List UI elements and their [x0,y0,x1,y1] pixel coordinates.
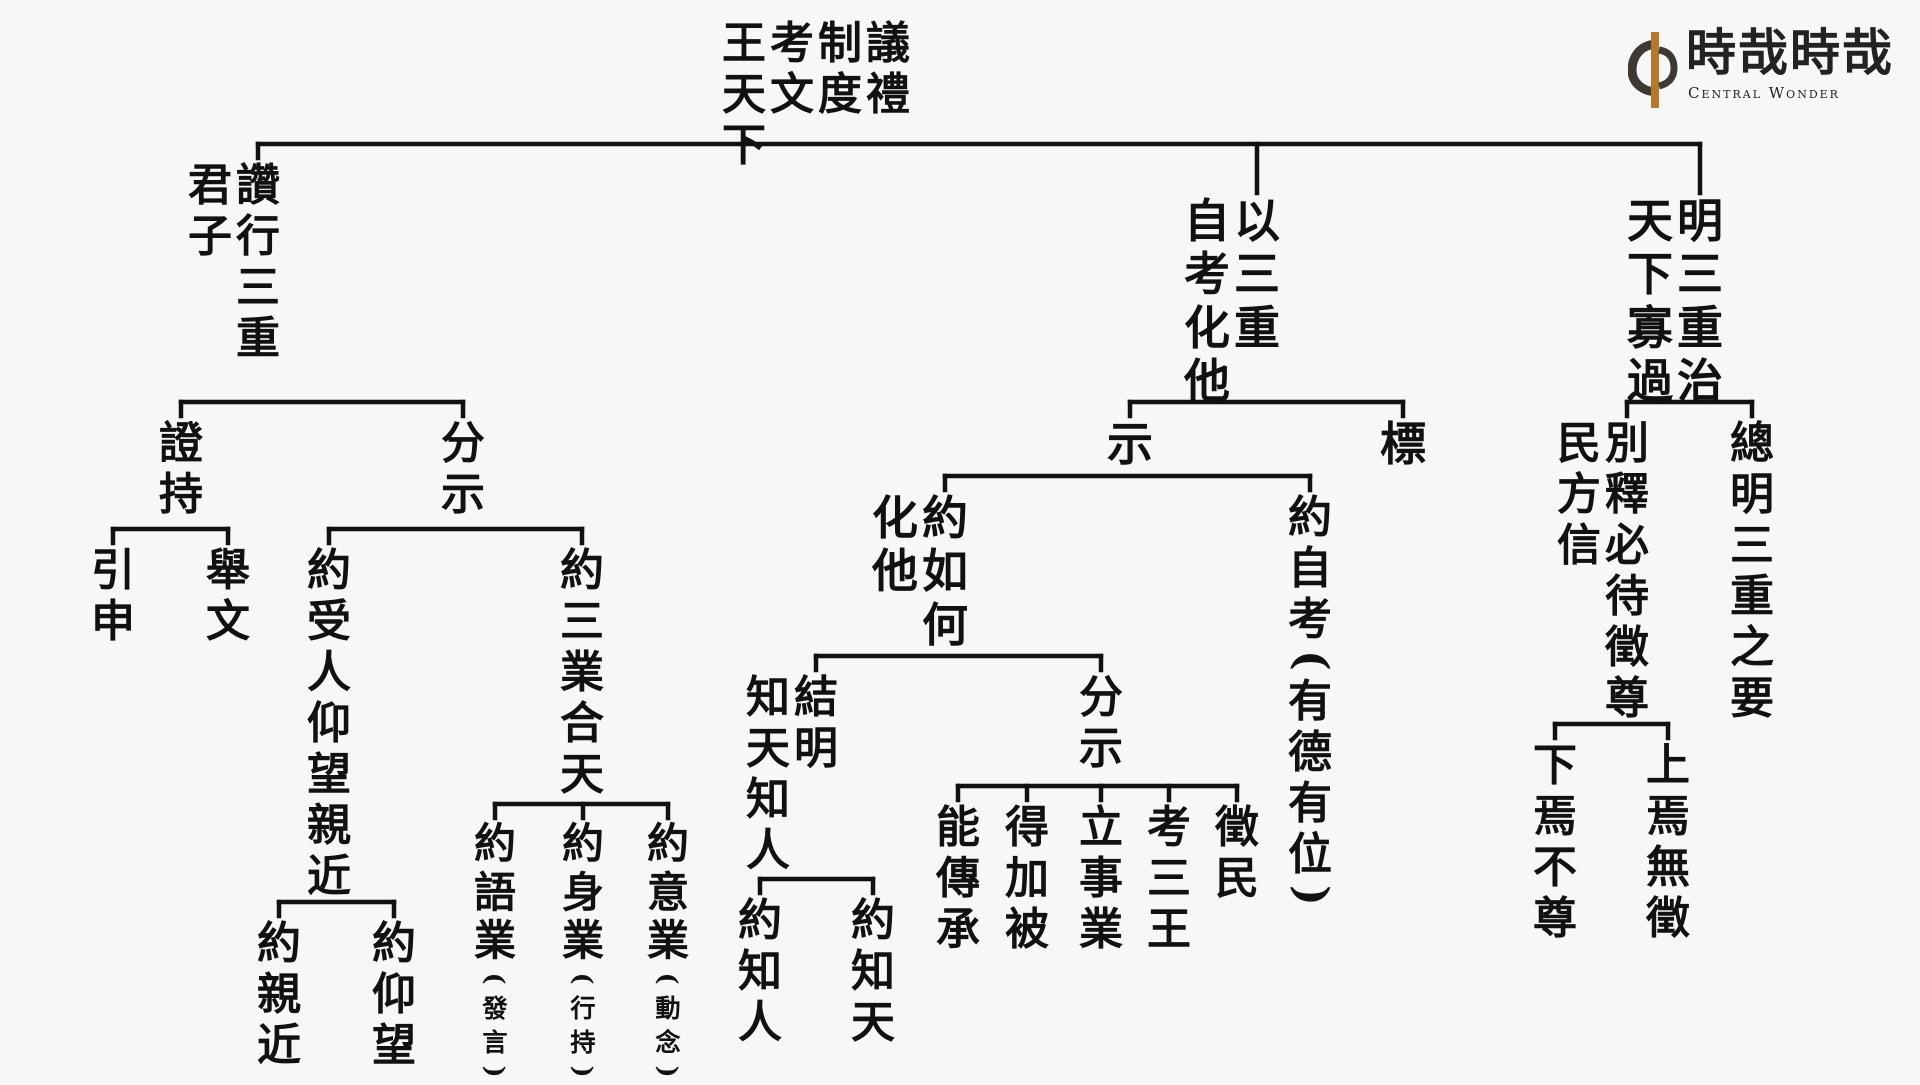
node-side-text: 知天知人 [746,672,790,877]
tree-node-c2a1a2: 約知天 [851,895,895,1048]
node-text: 結明 [794,672,838,775]
brand-title: 時哉時哉 [1686,23,1894,82]
central-wonder-logo-icon [1628,32,1678,108]
node-text: 約受人仰望親近 [307,545,351,903]
node-side-text: 民方信 [1557,418,1601,572]
node-text: 約自考(有德有位) [1285,492,1337,906]
node-side-text: 王天下 [722,18,766,172]
tree-node-c2a1: 約如何化他 [872,491,968,652]
node-text: 示 [1107,417,1153,471]
node-text: 證持 [159,418,203,521]
node-text: 下焉不尊 [1533,740,1577,945]
node-text: 分示 [441,418,485,521]
node-text: 引申 [91,545,135,648]
node-text: 立事業 [1079,802,1123,956]
node-text: 約身業(行持) [561,819,604,1078]
node-text: 以三重 [1234,194,1280,355]
tree-node-root: 議禮制度考文王天下 [722,18,910,171]
tree-node-c2a2: 約自考(有德有位) [1285,492,1337,911]
tree-node-c1a2: 舉文 [206,545,250,647]
node-text: 徵民 [1215,802,1259,905]
node-text: 考三王 [1147,802,1191,956]
tree-node-c1b1a: 約親近 [257,918,301,1071]
tree-node-c1a: 證持 [159,418,203,520]
tree-node-c1b1: 約受人仰望親近 [307,545,351,902]
node-text: 能傳承 [936,802,980,956]
node-text: 考文 [770,18,814,121]
tree-node-c2a1b1: 能傳承 [936,802,980,955]
tree-node-c1b2a: 約語業(發言) [473,819,516,1085]
tree-node-c2b: 標 [1380,417,1426,471]
node-text: 舉文 [206,545,250,648]
node-text: 別釋必待徵尊 [1605,418,1649,725]
node-side-text: 化他 [872,491,918,599]
tree-node-c3a2: 上焉無徵 [1646,740,1690,944]
node-text: 約親近 [257,918,301,1072]
node-text: 約如何 [922,491,968,652]
tree-node-c2a: 示 [1107,417,1153,471]
node-text: 明三重治 [1677,194,1723,409]
tree-node-c2a1b4: 考三王 [1147,802,1191,955]
node-text: 上焉無徵 [1646,740,1690,945]
node-text: 得加被 [1005,802,1049,956]
tree-node-c1b: 分示 [441,418,485,520]
tree-node-c1b2: 約三業合天 [560,545,604,800]
node-text: 約三業合天 [560,545,604,801]
node-side-text: 自考化他 [1184,194,1230,409]
tree-node-c2a1b5: 徵民 [1215,802,1259,904]
tree-node-c2: 以三重自考化他 [1184,194,1280,409]
logo: 時哉時哉 Central Wonder [1628,24,1898,114]
tree-node-c1b2b: 約身業(行持) [561,819,604,1085]
node-text: 總明三重之要 [1730,418,1774,725]
tree-node-c3a: 別釋必待徵尊民方信 [1557,418,1649,724]
tree-node-c3b: 總明三重之要 [1730,418,1774,724]
tree-node-c2a1b: 分示 [1079,672,1123,774]
node-text: 約意業(動念) [646,819,689,1078]
node-text: 約知天 [851,895,895,1049]
tree-node-c2a1b3: 立事業 [1079,802,1123,955]
node-side-text: 君子 [188,160,232,263]
tree-node-c3a1: 下焉不尊 [1533,740,1577,944]
node-text: 約知人 [738,895,782,1049]
node-side-text: 天下寡過 [1627,194,1673,409]
tree-node-c1b2c: 約意業(動念) [646,819,689,1085]
node-text: 讚行三重 [236,160,280,365]
tree-node-c1b1b: 約仰望 [372,918,416,1071]
tree-node-c2a1b2: 得加被 [1005,802,1049,955]
tree-node-c1a1: 引申 [91,545,135,647]
tree-node-c2a1a1: 約知人 [738,895,782,1048]
node-text: 標 [1380,417,1426,471]
tree-node-c2a1a: 結明知天知人 [746,672,838,876]
node-text: 約語業(發言) [473,819,516,1078]
node-text: 約仰望 [372,918,416,1072]
node-text: 制度 [818,18,862,121]
tree-node-c3: 明三重治天下寡過 [1627,194,1723,409]
node-text: 分示 [1079,672,1123,775]
brand-subtitle: Central Wonder [1688,84,1840,102]
tree-node-c1: 讚行三重君子 [188,160,280,364]
node-text: 議禮 [866,18,910,121]
